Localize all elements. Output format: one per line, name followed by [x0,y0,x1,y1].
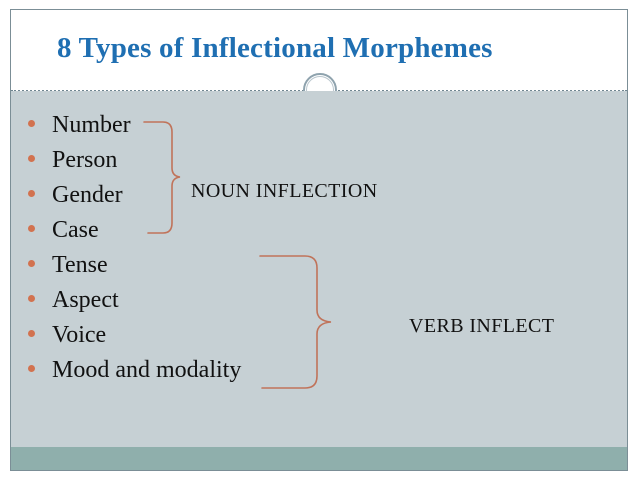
list-item: Mood and modality [22,352,322,387]
bullet-dot-icon [28,154,35,162]
list-item: Aspect [22,282,322,317]
bullet-dot-icon [28,294,35,302]
group-label-noun-inflection: NOUN INFLECTION [191,180,378,202]
list-item: Number [22,107,322,142]
list-item: Tense [22,247,322,282]
bullet-dot-icon [28,119,35,127]
list-item-label: Number [52,111,131,138]
list-item-label: Person [52,146,118,173]
page-title: 8 Types of Inflectional Morphemes [57,32,493,64]
bullet-dot-icon [28,329,35,337]
bullet-dot-icon [28,259,35,267]
group-label-verb-inflection: VERB INFLECT [409,315,555,337]
list-item-label: Voice [52,321,107,348]
bullet-dot-icon [28,364,35,372]
list-item-label: Aspect [52,286,119,313]
inflectional-morpheme-list: Number Person Gender Case Tense Aspect V… [22,107,322,387]
list-item: Person [22,142,322,177]
list-item: Voice [22,317,322,352]
list-item-label: Case [52,216,99,243]
list-item-label: Tense [52,251,108,278]
list-item: Case [22,212,322,247]
bottom-accent-bar [11,447,627,470]
list-item-label: Mood and modality [52,356,242,383]
bullet-dot-icon [28,224,35,232]
bullet-dot-icon [28,189,35,197]
list-item-label: Gender [52,181,123,208]
list-item: Gender [22,177,322,212]
